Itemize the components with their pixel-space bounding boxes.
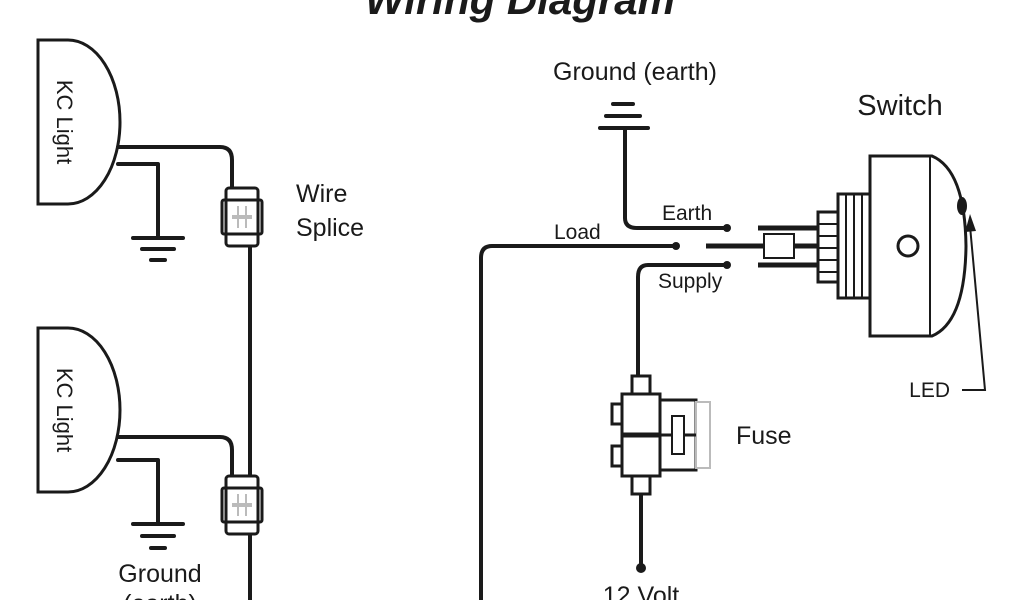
rocker-switch [816,154,968,338]
wire-splice-label-line2: Splice [296,214,364,242]
wire-splice-label-line1: Wire [296,180,347,208]
terminal-earth-dot [723,224,731,232]
terminal-supply-dot [723,261,731,269]
ground-icon [116,162,185,262]
switch-led-lens [896,234,920,258]
load-wire [479,244,678,600]
ground-icon [598,102,650,130]
terminal-earth-label: Earth [662,202,712,225]
battery-terminal-dot [636,563,646,573]
ground-top-label: Ground (earth) [553,58,717,86]
kc-light-bottom: KC Light [36,326,122,494]
switch-label: Switch [857,90,942,122]
diagram-title: Wiring Diagram [365,0,675,23]
fuse-holder [610,374,711,496]
kc-light-top: KC Light [36,38,122,206]
wire-splice-bottom [220,474,264,536]
terminal-load-dot [672,242,680,250]
led-label: LED [909,379,950,402]
wire-splice-top [220,186,264,248]
ground-icon [116,458,185,550]
light-top-wire [116,145,234,192]
fuse-label: Fuse [736,422,792,450]
terminal-load-label: Load [554,221,601,244]
kc-light-top-label: KC Light [52,80,77,164]
earth-wire [623,128,729,230]
kc-light-bottom-label: KC Light [52,368,77,452]
switch-terminals [706,225,822,268]
terminal-supply-label: Supply [658,270,723,293]
ground-left-label-line1: Ground [118,560,201,588]
ground-left-label-line2: (earth) [123,590,197,600]
led-pointer [962,214,987,391]
light-bottom-wire [116,435,234,480]
supply-wire [636,263,729,380]
battery-label: 12 Volt [603,582,680,600]
